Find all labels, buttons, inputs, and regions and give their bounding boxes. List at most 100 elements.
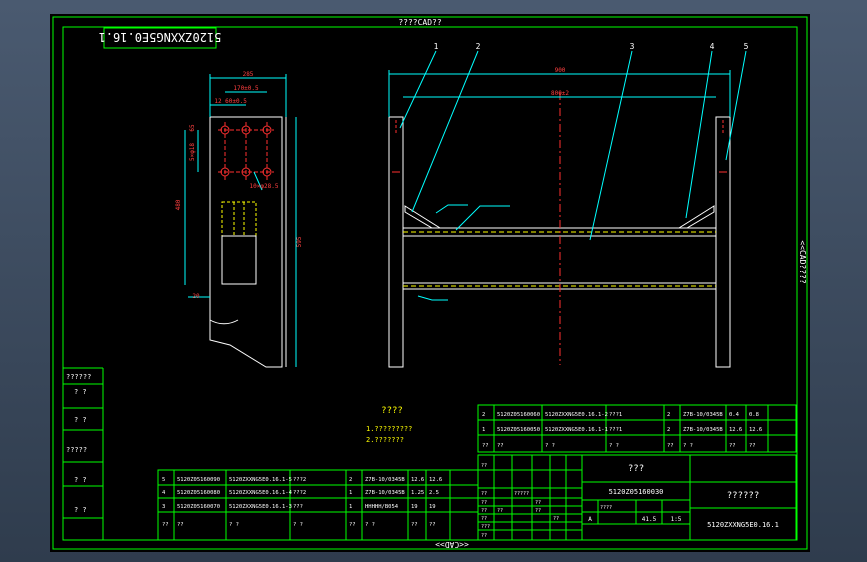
lower-bom-cell: ? ? bbox=[365, 522, 375, 528]
lower-bom-cell: 2.5 bbox=[429, 490, 439, 496]
lower-bom-cell: 5120ZXXNG5E0.16.1-4 bbox=[229, 490, 293, 496]
title-mini-label: ?? bbox=[481, 491, 487, 497]
left-leg bbox=[388, 116, 404, 368]
callout-3: 3 bbox=[630, 42, 635, 51]
title-mini-label: ?? bbox=[481, 500, 487, 506]
lower-bom-cell: ?? bbox=[429, 522, 436, 528]
upper-bom-cell: ?? bbox=[667, 443, 674, 449]
dim-side-width: 285 bbox=[243, 71, 254, 78]
title-mini-label: ?? bbox=[481, 516, 487, 522]
lower-bom-cell: 1 bbox=[349, 504, 352, 510]
title-part-name: ??? bbox=[628, 464, 644, 474]
lower-bom-cell: 5120ZXXNG5E0.16.1-5 bbox=[229, 477, 292, 483]
mounting-holes bbox=[218, 122, 274, 180]
title-mini-label: ??? bbox=[481, 524, 490, 530]
upper-bom-cell: 5120Z05160060 bbox=[497, 412, 540, 418]
dim-height-480: 480 bbox=[175, 199, 182, 210]
dim-edge-12: 12 bbox=[214, 98, 222, 105]
upper-bom-cell: 5120ZXXNG5E0.16.1-1 bbox=[545, 427, 608, 433]
upper-bom-cell: ?? bbox=[749, 443, 756, 449]
lower-bom-cell: ?? bbox=[162, 522, 169, 528]
callout-2: 2 bbox=[476, 42, 481, 51]
left-panel-label-3: ? ? bbox=[74, 416, 87, 424]
dim-65: 65 bbox=[189, 124, 196, 132]
lower-bom-cell: ??? bbox=[293, 504, 303, 510]
dim-inner-800: 800±2 bbox=[551, 90, 569, 97]
upper-bom-cell: ? ? bbox=[609, 443, 619, 449]
dim-20: 20 bbox=[192, 293, 200, 300]
dim-holes-b: 10×φ28.5 bbox=[250, 183, 279, 190]
side-plate-outline bbox=[209, 116, 283, 368]
upper-bom-cell: ?? bbox=[729, 443, 736, 449]
rotated-drawing-number: 5120ZXXNG5E0.16.1 bbox=[99, 30, 222, 44]
upper-bom-grid bbox=[477, 404, 797, 453]
lower-bom-cell: 4 bbox=[162, 490, 166, 496]
title-mini-label: ?? bbox=[497, 508, 503, 514]
title-mini-label: ?? bbox=[481, 533, 487, 539]
upper-bom-cell: 5120ZXXNG5E0.16.1-2 bbox=[545, 412, 608, 418]
lower-bom-cell: 5120Z05160070 bbox=[177, 504, 220, 510]
left-panel-label-4: ????? bbox=[66, 446, 87, 454]
lower-bom-cell: 5120Z05160090 bbox=[177, 477, 220, 483]
upper-bom-cell: 12.6 bbox=[749, 427, 762, 433]
outer-border bbox=[52, 16, 808, 550]
dim-height-595: 595 bbox=[296, 236, 303, 247]
callout-5: 5 bbox=[744, 42, 749, 51]
title-mini-label: ????? bbox=[514, 491, 529, 497]
lower-bom-cell: HHHHH/B054 bbox=[365, 504, 399, 510]
upper-bom-cell: 12.6 bbox=[729, 427, 742, 433]
left-panel-label-2: ? ? bbox=[74, 388, 87, 396]
upper-bom-cell: ? ? bbox=[683, 443, 693, 449]
upper-bom-cell: 2 bbox=[667, 412, 670, 418]
upper-bom-cell: Z7B-10/0345B bbox=[683, 427, 723, 433]
frame-bottom-label: <<CAD>> bbox=[435, 540, 469, 549]
lower-bom-cell: ? ? bbox=[293, 522, 303, 528]
lower-bom-cell: 12.6 bbox=[429, 477, 442, 483]
lower-bom-cell: ???2 bbox=[293, 490, 306, 496]
lower-bom-cell: ? ? bbox=[229, 522, 239, 528]
title-block-mini-labels: ???????????????????????????????? bbox=[481, 463, 612, 539]
title-mini-label: ?? bbox=[535, 508, 541, 514]
rotated-number-box bbox=[103, 27, 217, 49]
notes-line-1: 1.????????? bbox=[366, 425, 412, 433]
upper-bom-cell: 1 bbox=[482, 427, 485, 433]
callout-4: 4 bbox=[710, 42, 715, 51]
left-side-panel bbox=[63, 367, 104, 540]
upper-bom-cell: ???1 bbox=[609, 412, 622, 418]
title-weight: 41.5 bbox=[642, 516, 657, 523]
lower-bom-cell: Z7B-10/0345B bbox=[365, 477, 405, 483]
title-mini-label: ?? bbox=[481, 508, 487, 514]
upper-bom-cell: Z7B-10/0345B bbox=[683, 412, 723, 418]
upper-bom-cell: ?? bbox=[497, 443, 504, 449]
lower-bom-cell: 19 bbox=[411, 504, 418, 510]
lower-bom-cell: 1 bbox=[349, 490, 352, 496]
title-scale: 1:5 bbox=[671, 516, 682, 523]
title-mini-label: ?? bbox=[535, 500, 541, 506]
dim-hole-spacing: 170±0.5 bbox=[233, 85, 259, 92]
lower-bom-cell: 3 bbox=[162, 504, 165, 510]
frame-top-label: ????CAD?? bbox=[398, 18, 442, 27]
lower-bom-cell: ?? bbox=[349, 522, 356, 528]
right-gusset bbox=[677, 205, 715, 229]
title-right-name: ?????? bbox=[727, 491, 760, 501]
notes-line-2: 2.??????? bbox=[366, 436, 404, 444]
frame-right-label: <<CAD???? bbox=[798, 240, 807, 284]
title-mini-label: ???? bbox=[600, 505, 612, 511]
title-mini-label: ?? bbox=[481, 463, 487, 469]
lower-bom-cell: Z7B-10/0345B bbox=[365, 490, 405, 496]
lower-bom-cell: 5 bbox=[162, 477, 165, 483]
lower-bom-cell: 19 bbox=[429, 504, 436, 510]
left-gusset bbox=[404, 205, 442, 229]
lower-bom-cell: ?? bbox=[177, 522, 184, 528]
lower-bom-cell: 12.6 bbox=[411, 477, 424, 483]
upper-bom-cell: 0.8 bbox=[749, 412, 759, 418]
lower-bom-cell: 5120Z05160080 bbox=[177, 490, 220, 496]
lower-bom-cell: 2 bbox=[349, 477, 352, 483]
upper-bom-cell: ?? bbox=[482, 443, 489, 449]
upper-bom-cell: 0.4 bbox=[729, 412, 740, 418]
notes-title: ???? bbox=[381, 406, 403, 416]
upper-bom-cell: 2 bbox=[667, 427, 670, 433]
